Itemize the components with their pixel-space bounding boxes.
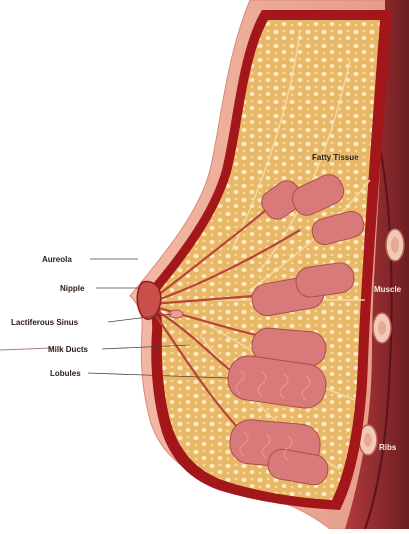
label-lobules: Lobules xyxy=(50,369,81,378)
label-muscle: Muscle xyxy=(374,285,402,294)
label-fatty-tissue: Fatty Tissue xyxy=(312,153,359,162)
label-lactiferous-sinus: Lactiferous Sinus xyxy=(11,318,79,327)
label-nipple: Nipple xyxy=(60,284,85,293)
label-ribs: Ribs xyxy=(379,443,397,452)
label-milk-ducts: Milk Ducts xyxy=(48,345,89,354)
side-marker-line xyxy=(0,348,52,350)
label-aureola: Aureola xyxy=(42,255,72,264)
